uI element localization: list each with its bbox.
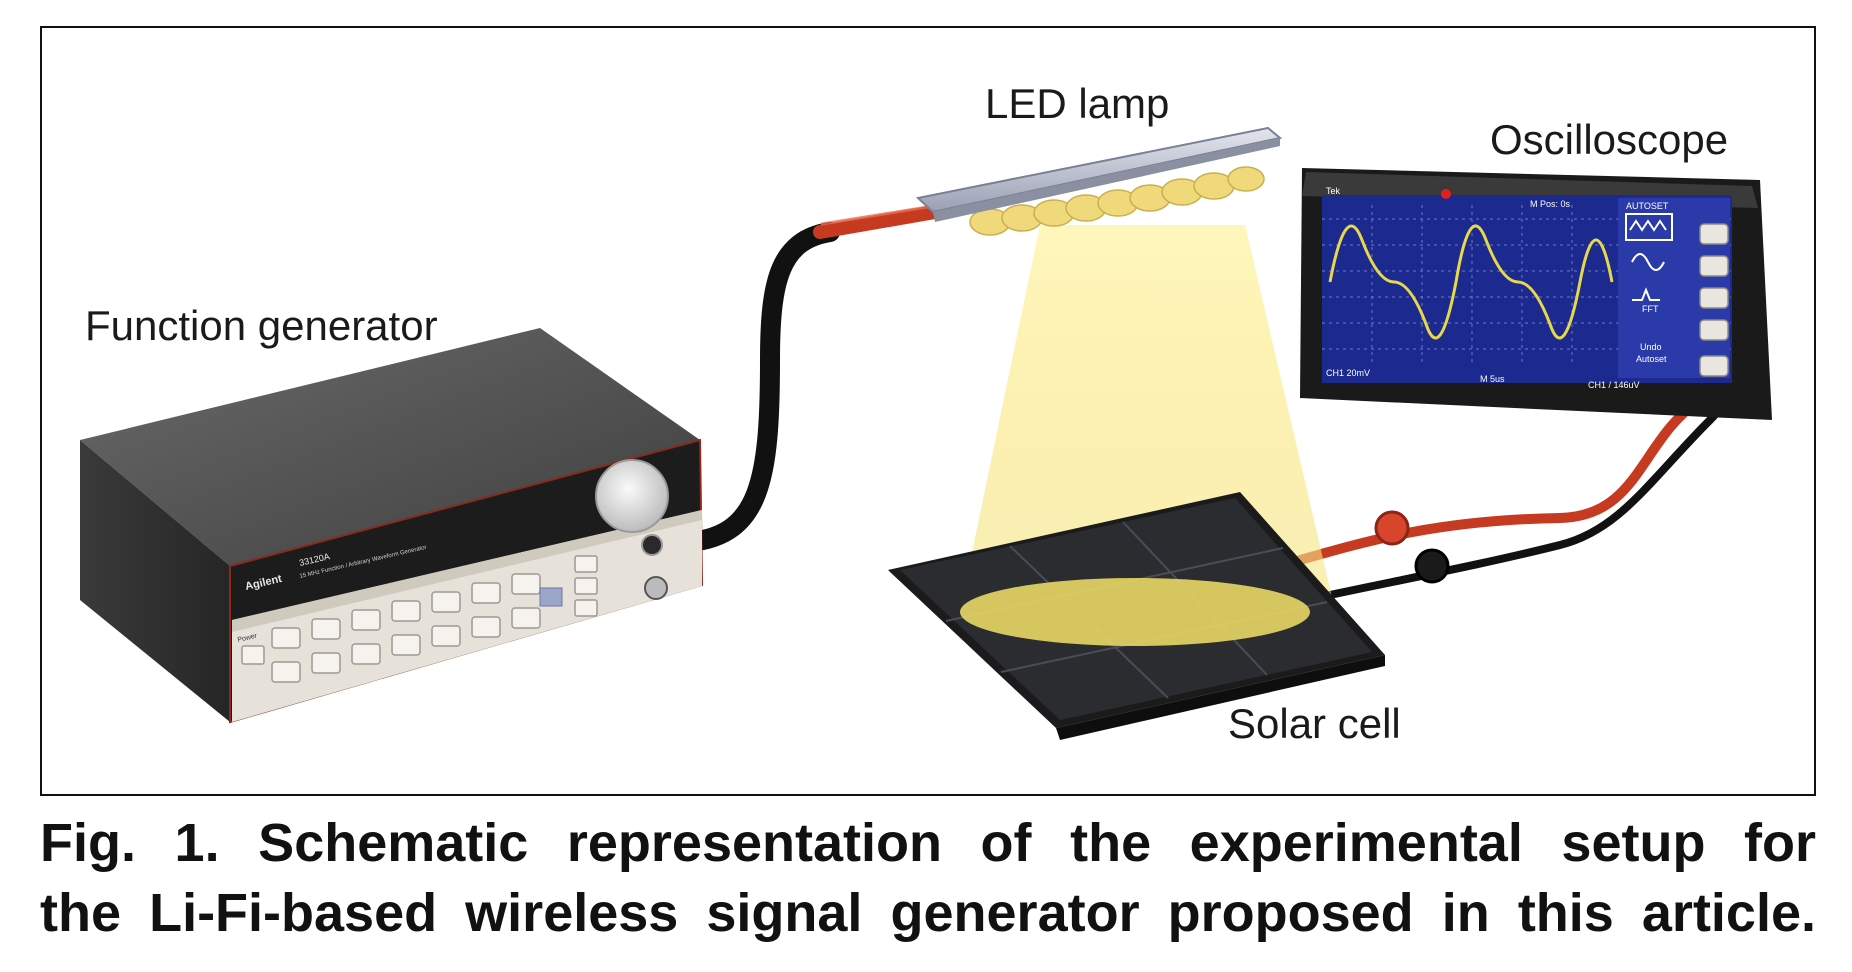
scope-grid	[1322, 205, 1732, 365]
scope-position-readout: M Pos: 0s	[1530, 199, 1571, 209]
output-connector-icon	[644, 576, 668, 600]
scope-time-scale: M 5us	[1480, 374, 1505, 384]
scope-menu-fft: FFT	[1642, 304, 1659, 314]
single-cycle-waveform-icon	[1631, 253, 1665, 271]
red-probe-clip-icon	[1374, 510, 1410, 546]
scope-menu-undo-line1: Undo	[1640, 342, 1662, 352]
black-probe-clip-icon	[1414, 548, 1450, 584]
scope-menu-undo-line2: Autoset	[1636, 354, 1667, 364]
oscilloscope-label: Oscilloscope	[1490, 116, 1729, 163]
rotary-knob-icon	[595, 459, 669, 533]
caption-line-1: Fig. 1. Schematic representation of the …	[40, 813, 1816, 873]
scope-side-buttons	[1699, 223, 1729, 377]
trigger-marker-icon	[1441, 189, 1451, 199]
function-generator-label: Function generator	[85, 302, 438, 349]
figure-caption: Fig. 1. Schematic representation of the …	[40, 808, 1816, 948]
scope-menu-autoset: AUTOSET	[1626, 201, 1669, 211]
light-spot	[960, 578, 1310, 646]
led-lamp	[915, 126, 1283, 236]
scope-channel-scale: CH1 20mV	[1326, 368, 1370, 378]
caption-line-2: the Li-Fi-based wireless signal generato…	[40, 883, 1816, 943]
scope-brand: Tek	[1326, 186, 1341, 196]
sync-connector-icon	[641, 534, 663, 556]
function-generator: Agilent 33120A 15 MHz Function / Arbitra…	[80, 328, 704, 724]
generator-buttons	[241, 555, 598, 683]
solar-cell-label: Solar cell	[1228, 700, 1401, 747]
fft-icon	[1632, 287, 1660, 301]
scope-waveform	[1328, 224, 1614, 340]
solar-cell	[888, 492, 1385, 740]
generator-power-label: Power	[237, 633, 259, 644]
led-lamp-label: LED lamp	[985, 80, 1170, 127]
oscilloscope: Tek M Pos: 0s AUTOSET FFT Undo Autoset C…	[1300, 168, 1772, 420]
multi-cycle-waveform-icon	[1629, 219, 1667, 232]
generator-to-lamp-cable	[680, 203, 942, 552]
scope-trigger-readout: CH1 / 146uV	[1588, 380, 1640, 390]
